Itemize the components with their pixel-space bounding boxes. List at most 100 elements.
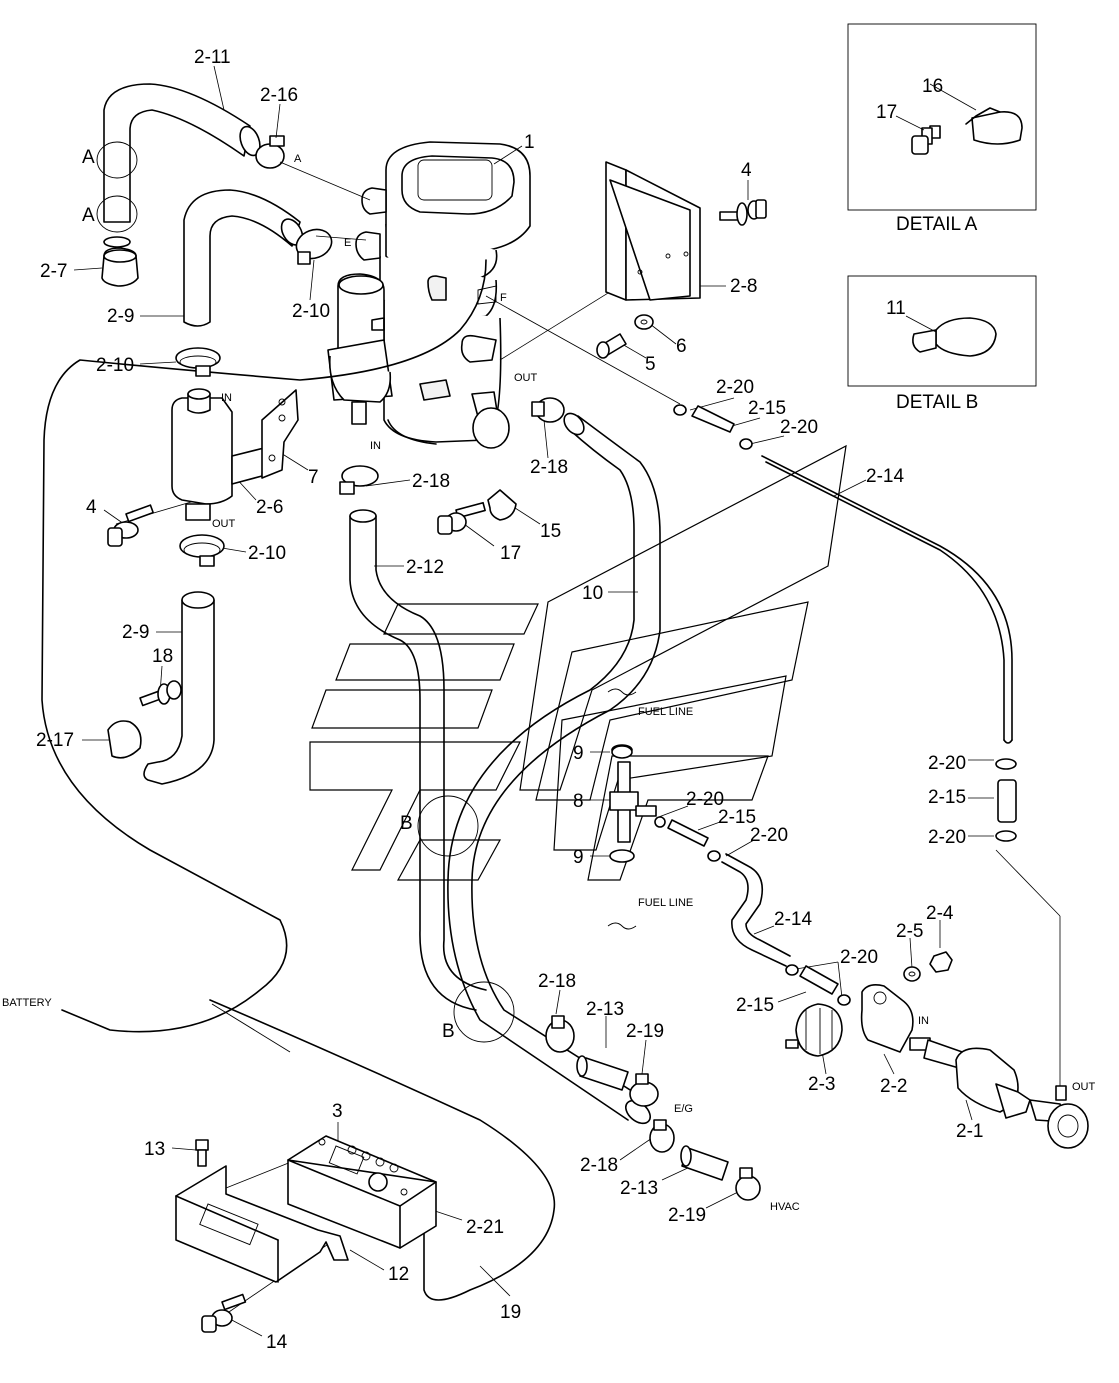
clamp-9a — [611, 745, 633, 759]
bolt-13 — [195, 1139, 209, 1167]
callout-2-7: 2-7 — [40, 261, 67, 282]
label-17-detail: 17 — [876, 102, 897, 123]
callout-2-18b: 2-18 — [530, 457, 568, 478]
callout-19: 19 — [500, 1302, 521, 1323]
callout-2-4: 2-4 — [926, 903, 954, 924]
bolt-4-top — [719, 199, 767, 226]
letter-e: E — [344, 237, 351, 249]
callout-4a: 4 — [741, 160, 752, 181]
heater-unit — [327, 141, 531, 449]
callout-2-18d: 2-18 — [580, 1155, 618, 1176]
hose-2-9-top — [183, 189, 304, 327]
label-in-pump: IN — [221, 392, 232, 404]
callout-B2: B — [442, 1021, 455, 1042]
callout-2-9a: 2-9 — [107, 306, 134, 327]
clamp-9b — [609, 849, 635, 863]
callout-2-14a: 2-14 — [866, 466, 904, 487]
detail-b-title: DETAIL B — [896, 392, 978, 413]
clamp-2-19a — [629, 1073, 659, 1107]
callout-2-15b: 2-15 — [718, 807, 756, 828]
callout-9a: 9 — [573, 743, 584, 764]
callout-5: 5 — [645, 354, 656, 375]
clamp-2-18-low1 — [545, 1015, 575, 1053]
callout-18: 18 — [152, 646, 173, 667]
fuel-line-label-bottom: FUEL LINE — [638, 897, 693, 909]
washer-6 — [634, 314, 654, 330]
callout-2-3: 2-3 — [808, 1074, 835, 1095]
pipe-2-13a — [576, 1055, 629, 1091]
tube-2-15-low — [785, 964, 851, 1006]
label-11: 11 — [886, 298, 906, 319]
callout-3: 3 — [332, 1101, 343, 1122]
callout-2-10b: 2-10 — [96, 355, 134, 376]
callout-2-20b: 2-20 — [780, 417, 818, 438]
callout-7: 7 — [308, 467, 319, 488]
fuel-filter-2-3 — [785, 1003, 843, 1057]
callout-2-15c: 2-15 — [928, 787, 966, 808]
callout-B1: B — [400, 813, 413, 834]
callout-2-12: 2-12 — [406, 557, 444, 578]
nut-2-4 — [929, 951, 953, 973]
detail-a-title: DETAIL A — [896, 214, 978, 235]
callout-10: 10 — [582, 583, 603, 604]
tube-2-14-top — [765, 461, 1005, 741]
fitting-right — [995, 758, 1017, 842]
detail-b-box — [847, 275, 1037, 387]
controller-2-21 — [287, 1135, 437, 1249]
hose-2-11 — [96, 83, 261, 248]
bracket-2-8 — [605, 161, 701, 301]
clamp-2-10-low — [179, 534, 225, 567]
watermark-logo — [309, 444, 847, 881]
label-16: 16 — [922, 76, 943, 97]
clamp-2-18-out — [531, 397, 565, 423]
callout-15: 15 — [540, 521, 561, 542]
cap-2-7 — [101, 247, 139, 287]
wire-harness — [41, 259, 487, 1033]
clamp-2-10-mid — [175, 347, 221, 377]
callout-2-6: 2-6 — [256, 497, 283, 518]
bracket-12 — [175, 1165, 349, 1283]
callout-2-11: 2-11 — [194, 47, 231, 68]
callout-2-20f: 2-20 — [928, 827, 966, 848]
hose-10 — [417, 412, 661, 1125]
pipe-2-13b — [680, 1145, 729, 1181]
clamp-2-19b — [735, 1167, 761, 1201]
callout-2-20d: 2-20 — [750, 825, 788, 846]
callout-2-17: 2-17 — [36, 730, 74, 751]
fuel-pump-2-1 — [909, 1037, 1089, 1149]
letter-f: F — [500, 292, 507, 304]
callout-2-1: 2-1 — [956, 1121, 983, 1142]
callout-2-16: 2-16 — [260, 85, 298, 106]
callout-8: 8 — [573, 791, 584, 812]
callout-2-21: 2-21 — [466, 1217, 504, 1238]
callout-2-14b: 2-14 — [774, 909, 812, 930]
tube-2-15-top — [673, 404, 753, 450]
callout-2-19a: 2-19 — [626, 1021, 664, 1042]
bracket-2-2 — [860, 984, 914, 1053]
label-out-pump: OUT — [212, 518, 236, 530]
callout-2-10a: 2-10 — [292, 301, 330, 322]
hose-2-12 — [349, 509, 487, 1011]
tube-2-14-mid — [721, 853, 791, 967]
clamp-2-16 — [255, 135, 285, 169]
clip-15 — [487, 489, 517, 521]
callout-2-13a: 2-13 — [586, 999, 624, 1020]
callout-2-20e: 2-20 — [928, 753, 966, 774]
callout-2-2: 2-2 — [880, 1076, 907, 1097]
washer-2-5 — [903, 966, 921, 982]
callout-9b: 9 — [573, 847, 584, 868]
callout-12: 12 — [388, 1264, 409, 1285]
leaders — [73, 65, 1061, 1337]
bolt-5 — [596, 333, 627, 359]
callout-A2: A — [82, 205, 95, 226]
fuel-line-label-top: FUEL LINE — [638, 706, 693, 718]
tube-2-15-mid — [654, 816, 721, 862]
label-out-pump-fuel: OUT — [1072, 1081, 1096, 1093]
callout-2-9b: 2-9 — [122, 622, 149, 643]
callout-2-20g: 2-20 — [840, 947, 878, 968]
callout-13: 13 — [144, 1139, 165, 1160]
callout-2-15d: 2-15 — [736, 995, 774, 1016]
label-in-fuel: IN — [918, 1015, 929, 1027]
